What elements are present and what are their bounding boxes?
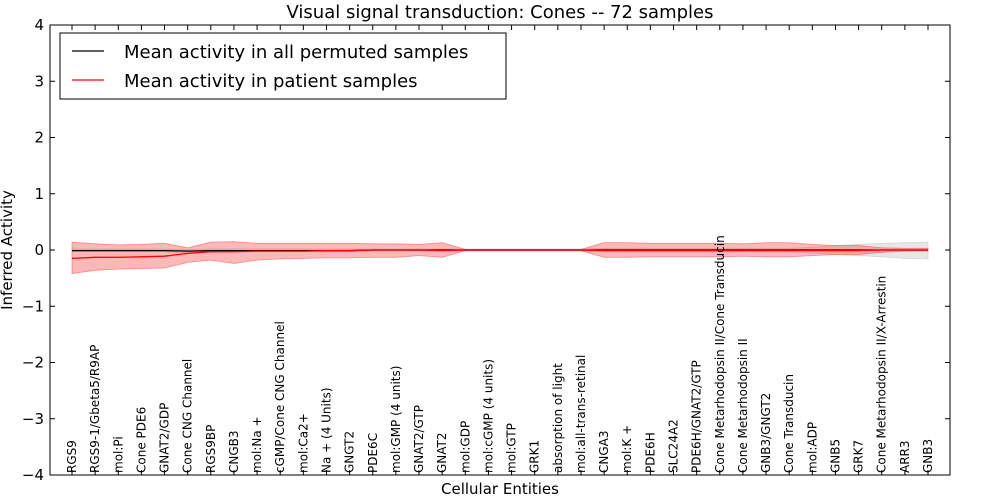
x-tick-label: Cone Metarhodopsin II [736,338,750,473]
x-tick-label: Cone Transducin [782,374,796,473]
x-tick-label: GNB3 [921,439,935,473]
x-tick-label: cGMP/Cone CNG Channel [273,321,287,473]
y-tick-label: 3 [34,72,44,90]
x-tick-label: RGS9BP [204,425,218,473]
x-tick-label: Na + (4 Units) [320,387,334,473]
x-tick-label: GNAT2/GDP [158,403,172,473]
x-tick-label: GRK1 [528,440,542,473]
x-tick-label: GRK7 [852,440,866,473]
legend-label-patient: Mean activity in patient samples [124,71,418,92]
x-tick-label: Cone PDE6 [134,407,148,473]
x-tick-label: RGS9-1/Gbeta5/R9AP [88,345,102,473]
x-tick-label: RGS9 [65,440,79,473]
x-tick-label: mol:Pi [111,436,125,473]
x-tick-label: PDE6C [366,433,380,473]
y-tick-label: −1 [22,297,44,315]
x-tick-label: Cone Metarhodopsin II/X-Arrestin [875,276,889,473]
y-tick-label: 0 [34,241,44,259]
y-tick-label: 2 [34,129,44,147]
x-tick-label: GNAT2/GTP [412,405,426,473]
x-axis: RGS9 RGS9-1/Gbeta5/R9AP mol:Pi Cone PDE6 GNA… [65,25,935,475]
x-tick-label: mol:ADP [805,422,819,473]
band-series-1 [71,241,929,275]
x-tick-label: mol:K + [620,425,634,473]
legend: Mean activity in all permuted samples Me… [59,32,507,100]
x-tick-label: PDE6H [643,432,657,473]
x-tick-label: mol:GMP (4 units) [389,366,403,473]
x-tick-label: mol:cGMP (4 units) [481,359,495,473]
x-tick-label: mol:GDP [458,421,472,473]
x-tick-label: PDE6H/GNAT2/GTP [690,360,704,473]
x-tick-label: CNGB3 [227,430,241,473]
x-tick-label: GNB5 [829,439,843,473]
series-lines [71,249,928,260]
x-tick-label: mol:GTP [505,423,519,473]
x-tick-label: ARR3 [898,440,912,473]
x-tick-label: GNGT2 [343,431,357,473]
y-tick-label: 4 [34,16,44,34]
y-tick-label: −3 [22,410,44,428]
y-tick-label: −4 [22,466,44,484]
x-tick-label: Cone Metarhodopsin II/Cone Transducin [713,235,727,473]
y-axis: −4 −3 −2 −1 0 1 2 3 4 [22,16,950,484]
y-tick-label: 1 [34,185,44,203]
x-tick-label: mol:Na + [250,416,264,473]
x-tick-label: mol:all-trans-retinal [574,355,588,473]
legend-label-permuted: Mean activity in all permuted samples [124,42,468,63]
chart-title: Visual signal transduction: Cones -- 72 … [286,2,713,23]
y-axis-label: Inferred Activity [0,190,16,310]
x-axis-label: Cellular Entities [441,480,559,498]
legend-box [59,32,507,100]
x-tick-label: CNGA3 [597,431,611,474]
confidence-bands [71,241,929,275]
x-tick-label: SLC24A2 [667,419,681,473]
line-series-1 [71,249,928,260]
x-tick-label: mol:Ca2+ [296,413,310,473]
x-tick-label: GNB3/GNGT2 [759,393,773,473]
x-tick-label: absorption of light [551,363,565,473]
y-tick-label: −2 [22,354,44,372]
x-tick-label: GNAT2 [435,432,449,473]
x-tick-label: Cone CNG Channel [181,359,195,473]
